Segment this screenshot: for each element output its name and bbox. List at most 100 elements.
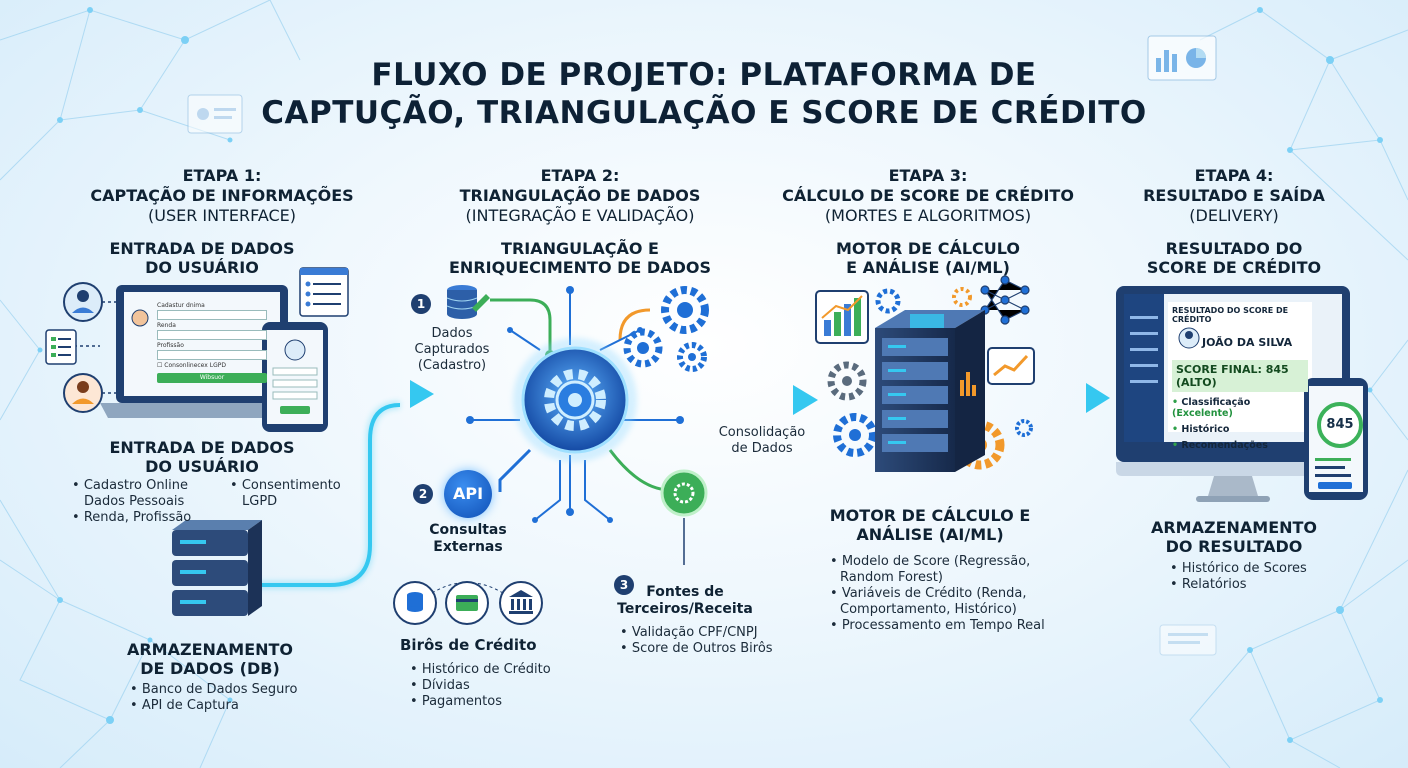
list-item: Consentimento <box>230 478 341 494</box>
stage-4-name: RESULTADO E SAÍDA <box>1143 186 1325 205</box>
stage-3-header: ETAPA 3: CÁLCULO DE SCORE DE CRÉDITO (MO… <box>778 166 1078 226</box>
list-item-continuation: Random Forest) <box>840 570 943 585</box>
stage-2-label: ETAPA 2: <box>540 166 620 185</box>
server-rack-icon <box>875 310 985 472</box>
list-item: API de Captura <box>130 698 297 714</box>
step-3-badge: 3 <box>614 575 634 595</box>
list-item: Modelo de Score (Regressão, <box>830 554 1030 570</box>
dashboard-chart-icon <box>1147 35 1217 81</box>
score-gauge: 845 <box>1317 402 1363 448</box>
stage-4-label: ETAPA 4: <box>1194 166 1274 185</box>
external-queries-label: Consultas Externas <box>429 522 507 555</box>
stage-2-name: TRIANGULAÇÃO DE DADOS <box>459 186 701 205</box>
stage-4-detail: (DELIVERY) <box>1189 206 1279 225</box>
stage-1-subtitle: ENTRADA DE DADOS DO USUÁRIO <box>109 239 295 277</box>
flow-arrow-2-to-3 <box>640 385 818 415</box>
list-item: Banco de Dados Seguro <box>130 682 298 698</box>
third-party-heading: Fontes de Terceiros/Receita <box>617 584 753 617</box>
list-item-continuation: Dados Pessoais <box>84 494 185 509</box>
page-title: FLUXO DE PROJETO: PLATAFORMA DE CAPTUÇÃO… <box>254 56 1154 132</box>
list-item: Score de Outros Birôs <box>620 641 773 657</box>
stage-4-header: ETAPA 4: RESULTADO E SAÍDA (DELIVERY) <box>1084 166 1384 226</box>
bar-chart-icon <box>815 290 869 344</box>
classification-value: (Excelente) <box>1172 408 1233 419</box>
list-item: Histórico de Scores <box>1170 561 1307 577</box>
signup-form: Cadastur dnima Renda Profissão ☐ Consonl… <box>157 300 267 383</box>
list-item: Relatórios <box>1170 577 1307 593</box>
stage-2-subtitle: TRIANGULAÇÃO E ENRIQUECIMENTO DE DADOS <box>449 239 711 277</box>
list-item: Dívidas <box>410 678 551 694</box>
stage-1-label: ETAPA 1: <box>182 166 262 185</box>
form-field-name[interactable] <box>157 310 267 320</box>
user-input-list-left: Cadastro Online <box>72 478 188 494</box>
list-item: Cadastro Online <box>72 478 188 494</box>
central-hub-gear-icon <box>513 338 637 462</box>
title-line-2: CAPTUÇÃO, TRIANGULAÇÃO E SCORE DE CRÉDIT… <box>261 95 1147 131</box>
bank-icon <box>499 581 543 625</box>
form-icon <box>45 329 77 365</box>
list-item: Variáveis de Crédito (Renda, <box>830 586 1027 602</box>
card-icon <box>445 581 489 625</box>
form-label-income: Renda <box>157 322 176 329</box>
consolidation-label: Consolidação de Dados <box>718 425 806 456</box>
user-avatar-icon <box>63 282 103 322</box>
result-header: RESULTADO DO SCORE DE CRÉDITO <box>1172 306 1289 324</box>
form-field-profession[interactable] <box>157 350 267 360</box>
smartphone-icon <box>262 322 328 432</box>
user-input-heading: ENTRADA DE DADOS DO USUÁRIO <box>109 438 295 476</box>
credit-bureau-heading: Birôs de Crédito <box>400 636 537 654</box>
list-item-continuation: LGPD <box>242 494 278 509</box>
flow-arrow-3-to-4 <box>990 383 1110 413</box>
user-input-list-left-2: Renda, Profissão <box>72 510 191 526</box>
client-name: JOÃO DA SILVA <box>1202 336 1293 349</box>
stage-3-name: CÁLCULO DE SCORE DE CRÉDITO <box>782 186 1074 205</box>
form-label-profession: Profissão <box>157 342 184 349</box>
engine-heading: MOTOR DE CÁLCULO E ANÁLISE (AI/ML) <box>829 506 1031 544</box>
data-shield-icon <box>660 469 708 517</box>
list-item-continuation: Comportamento, Histórico) <box>840 602 1017 617</box>
classification-item: Classificação (Excelente) <box>1172 397 1308 419</box>
stage-3-label: ETAPA 3: <box>888 166 968 185</box>
api-icon: API <box>444 470 492 518</box>
stage-3-subtitle: MOTOR DE CÁLCULO E ANÁLISE (AI/ML) <box>836 239 1020 277</box>
step-2-badge: 2 <box>413 484 433 504</box>
result-screen: RESULTADO DO SCORE DE CRÉDITO JOÃO DA SI… <box>1172 306 1308 451</box>
user-input-list-right: Consentimento <box>230 478 341 494</box>
history-item: Histórico <box>1172 424 1308 435</box>
list-item: Histórico de Crédito <box>410 662 551 678</box>
form-submit-button[interactable]: Wibsuor <box>157 373 267 383</box>
engine-list-2: Variáveis de Crédito (Renda, <box>830 586 1027 602</box>
form-label-name: Cadastur dnima <box>157 302 205 309</box>
step-1-badge: 1 <box>411 294 431 314</box>
stage-1-name: CAPTAÇÃO DE INFORMAÇÕES <box>90 186 354 205</box>
user-avatar-icon <box>63 373 103 413</box>
credit-bureau-list: Histórico de Crédito Dívidas Pagamentos <box>410 662 551 710</box>
stage-1-header: ETAPA 1: CAPTAÇÃO DE INFORMAÇÕES (USER I… <box>72 166 372 226</box>
profile-card-icon <box>187 94 243 134</box>
form-field-income[interactable] <box>157 330 267 340</box>
stage-3-detail: (MORTES E ALGORITMOS) <box>824 206 1032 225</box>
server-stack-icon <box>172 520 262 616</box>
gear-icon <box>623 286 709 372</box>
result-storage-heading: ARMAZENAMENTO DO RESULTADO <box>1150 518 1318 556</box>
db-to-stage2-connector <box>250 401 401 589</box>
stage-4-subtitle: RESULTADO DO SCORE DE CRÉDITO <box>1146 239 1322 277</box>
third-party-list: Validação CPF/CNPJ Score de Outros Birôs <box>620 625 773 657</box>
list-item: Validação CPF/CNPJ <box>620 625 773 641</box>
captured-data-label: Dados Capturados (Cadastro) <box>414 326 490 373</box>
flow-arrow-1-to-2 <box>330 380 434 408</box>
list-item: Renda, Profissão <box>72 510 191 526</box>
score-final-badge: SCORE FINAL: 845 (ALTO) <box>1172 360 1308 392</box>
engine-list-3: Processamento em Tempo Real <box>830 618 1045 634</box>
line-chart-icon <box>987 347 1035 385</box>
stage-1-detail: (USER INTERFACE) <box>147 206 297 225</box>
stage-2-header: ETAPA 2: TRIANGULAÇÃO DE DADOS (INTEGRAÇ… <box>430 166 730 226</box>
form-consent-checkbox[interactable]: ☐ Consonlinecex LGPD <box>157 362 226 369</box>
document-lines-icon <box>1159 624 1217 656</box>
database-icon <box>446 285 490 319</box>
db-storage-heading: ARMAZENAMENTO DE DADOS (DB) <box>126 640 294 678</box>
database-icon <box>393 581 437 625</box>
stage-2-detail: (INTEGRAÇÃO E VALIDAÇÃO) <box>465 206 695 225</box>
engine-list: Modelo de Score (Regressão, <box>830 554 1030 570</box>
